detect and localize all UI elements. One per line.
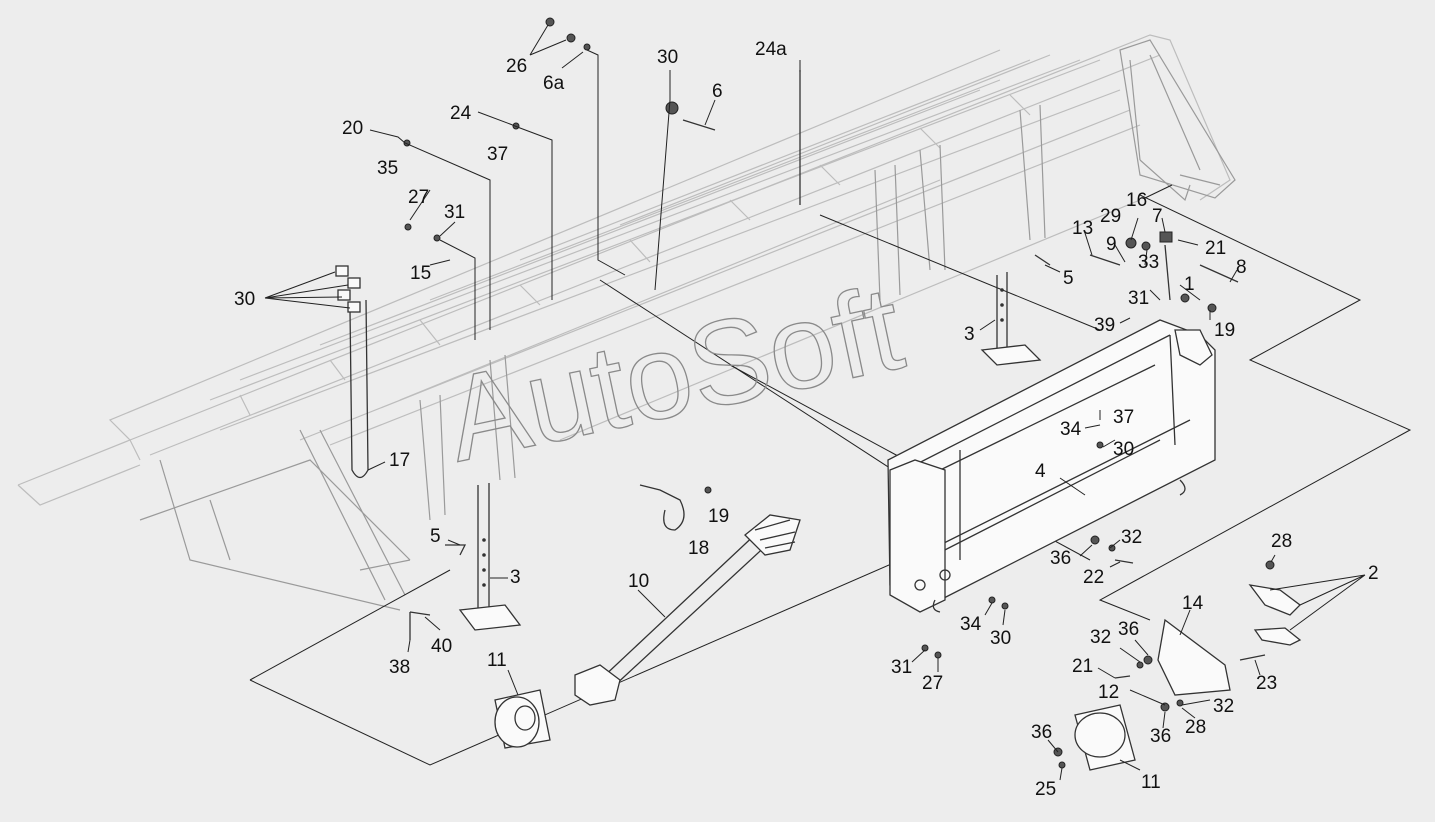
- callout-28-top: 28: [1271, 531, 1292, 552]
- adapter-frame-part-4: [887, 319, 1216, 613]
- callout-2: 2: [1368, 563, 1379, 584]
- callouts: 26 6a 30 6 24a 20 35 24 37 27 31 15 30 1…: [234, 39, 1379, 800]
- callout-32-mid: 32: [1121, 527, 1142, 548]
- callout-30-left: 30: [234, 289, 255, 310]
- callout-21-right: 21: [1205, 238, 1226, 259]
- callout-33: 33: [1138, 252, 1159, 273]
- callout-30-bottom: 30: [990, 628, 1011, 649]
- hook-part-18: [639, 484, 685, 531]
- callout-28-bottom: 28: [1185, 717, 1206, 738]
- callout-30-right: 30: [1113, 439, 1134, 460]
- callout-23: 23: [1256, 673, 1277, 694]
- callout-24a: 24a: [755, 39, 787, 60]
- callout-6a: 6a: [543, 73, 565, 94]
- jack-stand-left-part-3: [458, 483, 522, 631]
- callout-36-mid: 36: [1050, 548, 1071, 569]
- callout-24: 24: [450, 103, 472, 124]
- callout-20: 20: [342, 118, 363, 139]
- callout-15: 15: [410, 263, 431, 284]
- callout-27-left: 27: [408, 187, 429, 208]
- callout-34-bottom: 34: [960, 614, 982, 635]
- callout-3-left: 3: [510, 567, 521, 588]
- callout-36-c: 36: [1031, 722, 1052, 743]
- callout-9: 9: [1106, 234, 1117, 255]
- bracket-part-2b: [1253, 627, 1302, 646]
- callout-34-right: 34: [1060, 419, 1082, 440]
- header-frame-ghost: [17, 34, 1236, 611]
- callout-22: 22: [1083, 567, 1104, 588]
- callout-8: 8: [1236, 257, 1247, 278]
- leader-lines: [264, 24, 1366, 781]
- callout-3-right: 3: [964, 324, 975, 345]
- callout-31-bottom: 31: [891, 657, 912, 678]
- callout-39: 39: [1094, 315, 1115, 336]
- jack-stand-right-part-3: [980, 272, 1042, 366]
- u-bolt-part-17: [335, 265, 369, 479]
- callout-21-bottom: 21: [1072, 656, 1093, 677]
- callout-19-mid: 19: [708, 506, 729, 527]
- callout-40: 40: [431, 636, 452, 657]
- callout-37-right: 37: [1113, 407, 1134, 428]
- callout-11-right: 11: [1141, 772, 1161, 793]
- callout-13: 13: [1072, 218, 1093, 239]
- callout-29: 29: [1100, 206, 1121, 227]
- callout-27-bottom: 27: [922, 673, 943, 694]
- callout-31-left: 31: [444, 202, 465, 223]
- callout-18: 18: [688, 538, 709, 559]
- callout-16: 16: [1126, 190, 1147, 211]
- callout-31-right: 31: [1128, 288, 1149, 309]
- callout-30-top: 30: [657, 47, 678, 68]
- driveshaft-part-10: [574, 514, 801, 706]
- callout-11-left: 11: [487, 650, 507, 671]
- callout-32-b: 32: [1213, 696, 1234, 717]
- bolts-pins: [409, 70, 1266, 679]
- callout-19-right: 19: [1214, 320, 1235, 341]
- guard-cylinder-left-part-11: [494, 689, 551, 749]
- callout-1: 1: [1184, 274, 1195, 295]
- plate-part-14: [1157, 618, 1231, 696]
- callout-6: 6: [712, 81, 723, 102]
- callout-35: 35: [377, 158, 398, 179]
- callout-10: 10: [628, 571, 649, 592]
- callout-32-a: 32: [1090, 627, 1111, 648]
- callout-7: 7: [1152, 206, 1163, 227]
- callout-26: 26: [506, 56, 527, 77]
- callout-14: 14: [1182, 593, 1204, 614]
- callout-25: 25: [1035, 779, 1056, 800]
- guard-cylinder-right-part-11: [1074, 704, 1136, 771]
- callout-36-a: 36: [1118, 619, 1139, 640]
- callout-12: 12: [1098, 682, 1119, 703]
- callout-38: 38: [389, 657, 410, 678]
- callout-5-left: 5: [430, 526, 441, 547]
- callout-17: 17: [389, 450, 410, 471]
- callout-36-b: 36: [1150, 726, 1171, 747]
- callout-5-right: 5: [1063, 268, 1074, 289]
- callout-37-top: 37: [487, 144, 508, 165]
- watermark: AutoSoft: [435, 260, 913, 487]
- callout-4: 4: [1035, 461, 1046, 482]
